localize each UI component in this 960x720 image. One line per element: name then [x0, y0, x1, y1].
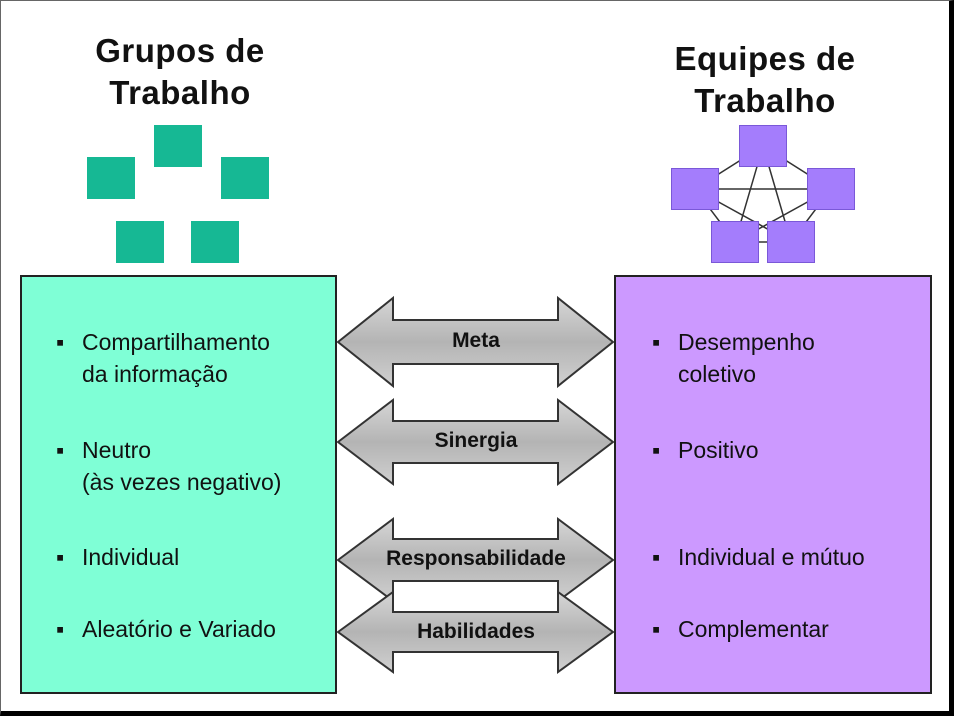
group-member-square: [154, 125, 202, 167]
teams-panel: [614, 275, 932, 694]
groups-panel: [20, 275, 337, 694]
arrow-shape-responsabilidade: [336, 517, 615, 603]
groups-item-text: (às vezes negativo): [82, 469, 282, 495]
arrow-label-meta: Meta: [452, 329, 500, 352]
team-member-square: [739, 125, 787, 167]
teams-item: ▪ Positivo: [652, 434, 759, 466]
team-member-square: [807, 168, 855, 210]
bullet-icon: ▪: [56, 616, 65, 642]
groups-item-text: da informação: [82, 361, 228, 387]
group-member-square: [116, 221, 164, 263]
teams-item: ▪ Complementar: [652, 613, 829, 645]
team-member-square: [711, 221, 759, 263]
teams-item: ▪ Desempenho coletivo: [652, 326, 815, 390]
arrow-shape-meta: [336, 295, 615, 389]
group-member-square: [221, 157, 269, 199]
teams-title-line-2: Trabalho: [694, 82, 836, 119]
groups-item-text: Individual: [82, 544, 180, 570]
groups-item-text: Compartilhamento: [82, 329, 270, 355]
arrow-label-responsabilidade: Responsabilidade: [386, 547, 566, 570]
bullet-icon: ▪: [56, 437, 65, 463]
arrow-label-habilidades: Habilidades: [417, 620, 535, 643]
bullet-icon: ▪: [652, 329, 661, 355]
bullet-icon: ▪: [652, 544, 661, 570]
groups-item: ▪ Aleatório e Variado: [56, 613, 276, 645]
bullet-icon: ▪: [652, 437, 661, 463]
groups-title-line-1: Grupos de: [95, 32, 265, 69]
team-member-square: [671, 168, 719, 210]
group-member-square: [191, 221, 239, 263]
groups-item-text: Aleatório e Variado: [82, 616, 276, 642]
teams-item-text: Positivo: [678, 437, 759, 463]
group-member-square: [87, 157, 135, 199]
bullet-icon: ▪: [56, 329, 65, 355]
groups-title: Grupos de Trabalho: [40, 30, 320, 114]
bullet-icon: ▪: [56, 544, 65, 570]
arrow-shape-habilidades: [336, 590, 615, 674]
teams-item-text: coletivo: [678, 361, 756, 387]
teams-item-text: Complementar: [678, 616, 829, 642]
teams-item-text: Individual e mútuo: [678, 544, 865, 570]
teams-item: ▪ Individual e mútuo: [652, 541, 865, 573]
groups-item: ▪ Neutro (às vezes negativo): [56, 434, 281, 498]
groups-title-line-2: Trabalho: [109, 74, 251, 111]
team-member-square: [767, 221, 815, 263]
bullet-icon: ▪: [652, 616, 661, 642]
teams-title: Equipes de Trabalho: [620, 38, 910, 122]
teams-item-text: Desempenho: [678, 329, 815, 355]
arrow-shape-sinergia: [336, 397, 615, 487]
groups-item-text: Neutro: [82, 437, 152, 463]
groups-item: ▪ Individual: [56, 541, 179, 573]
teams-title-line-1: Equipes de: [674, 40, 856, 77]
groups-item: ▪ Compartilhamento da informação: [56, 326, 270, 390]
arrow-label-sinergia: Sinergia: [434, 429, 518, 452]
